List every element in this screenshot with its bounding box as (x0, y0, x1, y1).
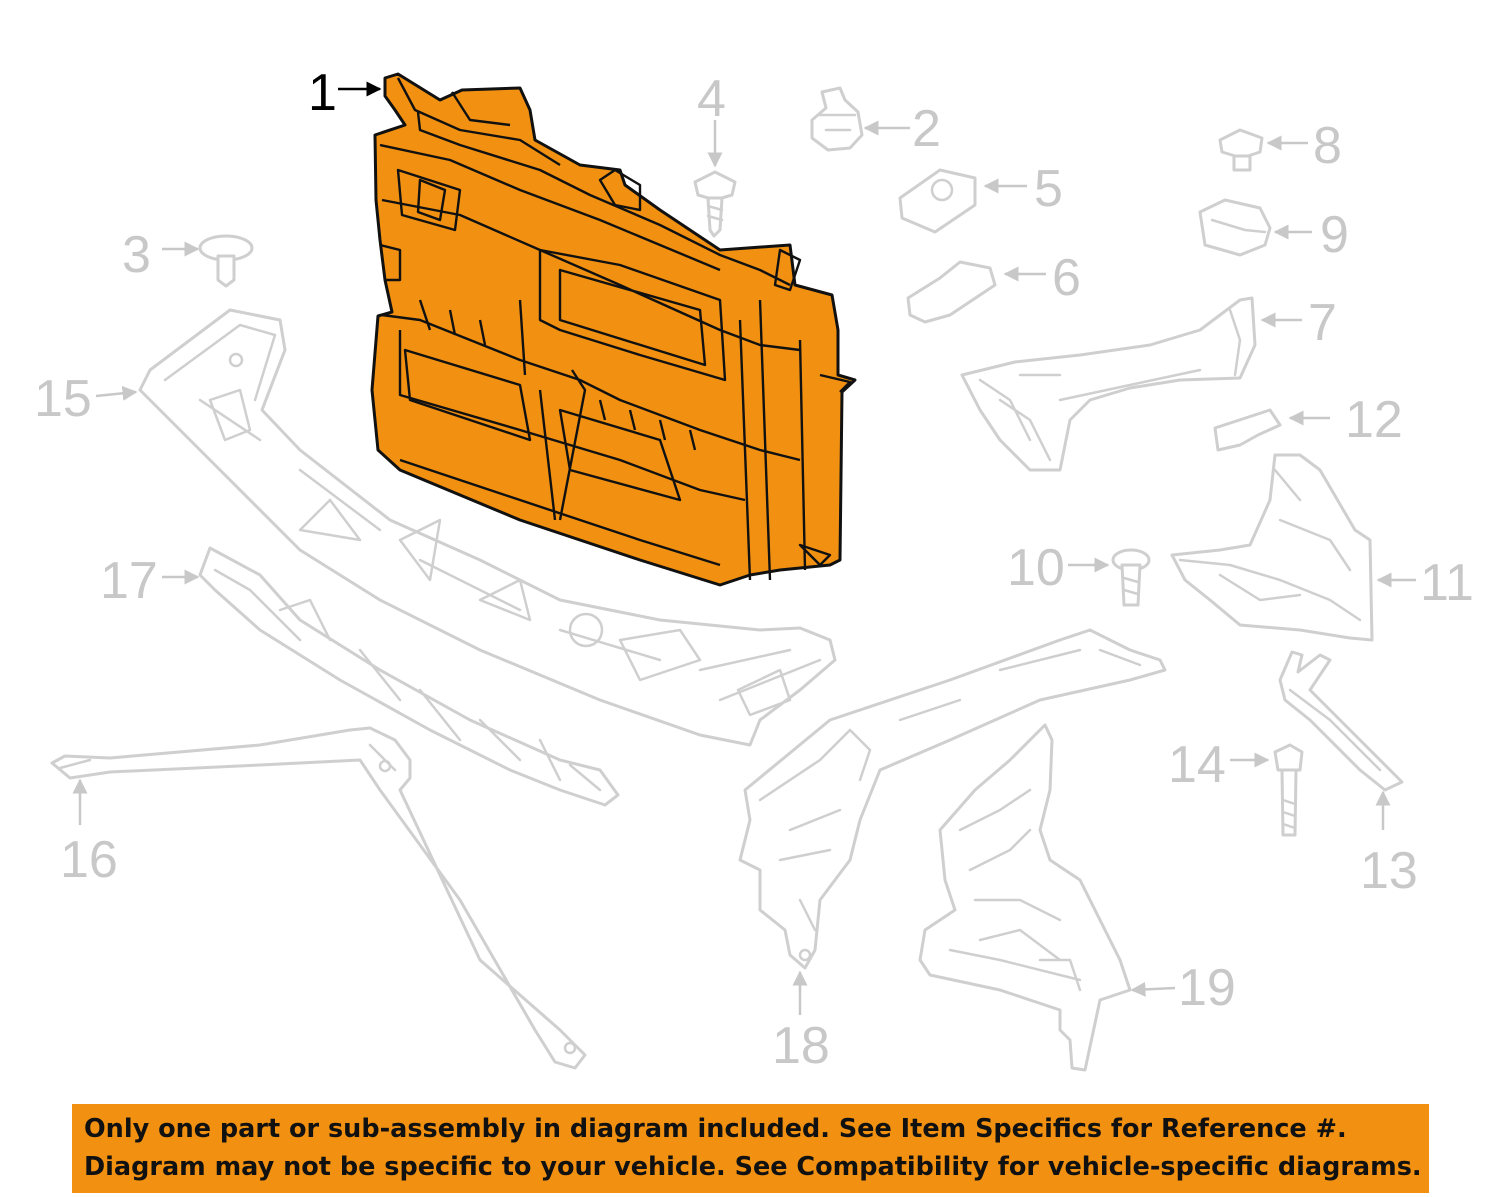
part-9-nut (1198, 198, 1272, 257)
part-8-bolt (1218, 128, 1264, 172)
part-14-bolt (1273, 743, 1304, 837)
part-6-retainer (906, 260, 997, 324)
part-17-lower-brace (198, 546, 620, 807)
callout-17: 17 (100, 552, 158, 610)
callout-16: 16 (60, 831, 118, 889)
callout-5: 5 (1034, 160, 1063, 218)
part-12-bracket (1213, 408, 1282, 452)
callout-1: 1 (308, 64, 337, 122)
callout-12: 12 (1345, 391, 1403, 449)
disclaimer-line-2: Diagram may not be specific to your vehi… (84, 1152, 1422, 1182)
callout-labels: 1 2 3 4 5 6 7 8 9 10 11 12 13 14 15 16 1… (34, 64, 1474, 1075)
callout-9: 9 (1320, 206, 1349, 264)
callout-6: 6 (1052, 249, 1081, 307)
part-7-air-duct (960, 296, 1257, 472)
part-3-push-pin (198, 234, 254, 288)
disclaimer-banner: Only one part or sub-assembly in diagram… (72, 1104, 1429, 1193)
callout-8: 8 (1313, 117, 1342, 175)
disclaimer-line-1: Only one part or sub-assembly in diagram… (84, 1114, 1347, 1144)
parts-diagram: 1 2 3 4 5 6 7 8 9 10 11 12 13 14 15 16 1… (34, 64, 1474, 1075)
callout-13: 13 (1360, 842, 1418, 900)
callout-arrows (72, 81, 1416, 1015)
callout-4: 4 (697, 70, 726, 128)
callout-18: 18 (772, 1017, 830, 1075)
part-11-shield (1170, 453, 1374, 642)
part-18-side-bracket (738, 628, 1167, 970)
part-4-screw (693, 170, 737, 238)
part-5-clip-nut (898, 168, 977, 234)
part-2-clip (810, 86, 864, 152)
callout-2: 2 (912, 100, 941, 158)
part-13-brace (1278, 650, 1404, 792)
part-16-tie-bar (50, 726, 587, 1070)
part-10-bolt (1111, 548, 1151, 607)
part-19-side-deflector (918, 723, 1132, 1072)
callout-14: 14 (1168, 736, 1226, 794)
callout-19: 19 (1178, 959, 1236, 1017)
part-1-air-shutter (370, 72, 857, 587)
callout-10: 10 (1007, 539, 1065, 597)
callout-3: 3 (122, 226, 151, 284)
callout-11: 11 (1420, 554, 1474, 612)
callout-7: 7 (1308, 294, 1337, 352)
part-15-upper-support (138, 308, 837, 747)
callout-15: 15 (34, 370, 92, 428)
